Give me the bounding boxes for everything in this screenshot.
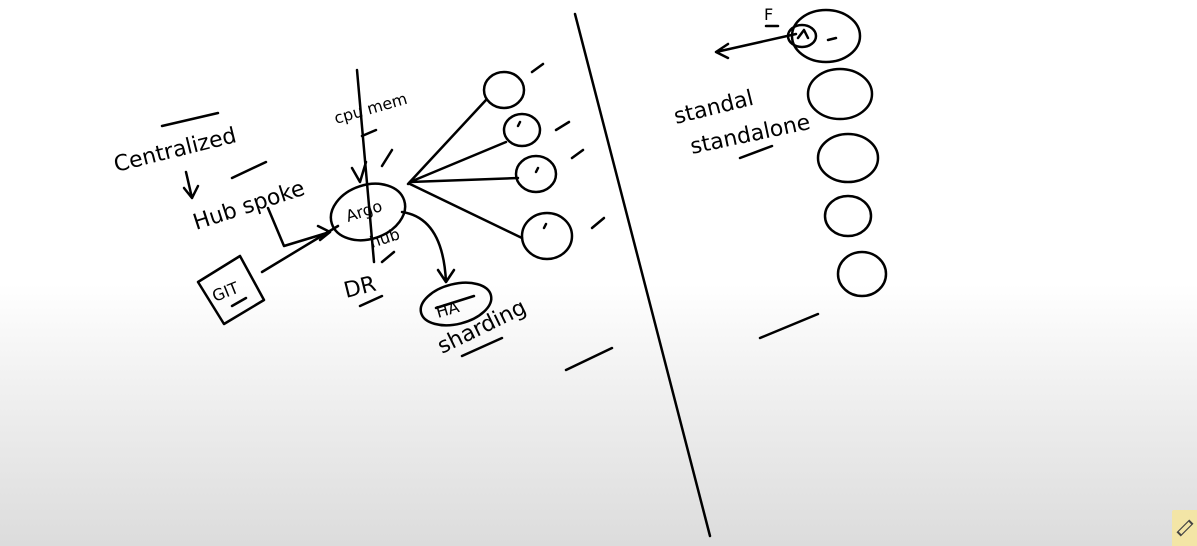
git-underline — [230, 296, 248, 308]
centralized-label: Centralized — [111, 123, 239, 178]
standalone-node-1-inner — [786, 23, 818, 49]
spoke-1 — [406, 98, 488, 186]
bottom-right-dash — [758, 312, 820, 340]
cluster-node-marks — [516, 120, 548, 230]
hub-spoke-label: Hub spoke — [190, 176, 308, 236]
standalone-underline — [738, 144, 774, 160]
git-box — [196, 254, 266, 326]
dr-underline — [358, 294, 384, 308]
hub-spoke-overline — [230, 160, 268, 180]
sharding-underline — [460, 336, 504, 358]
cluster-node-1 — [482, 70, 526, 110]
spoke-4 — [408, 182, 524, 240]
ha-node — [419, 281, 493, 327]
hub-spoke-to-argo-arrow — [266, 206, 332, 248]
argo-label: Argo — [343, 196, 384, 226]
standalone-node-4 — [823, 194, 873, 238]
f-label: F — [764, 5, 773, 24]
spoke-3 — [408, 176, 520, 184]
cluster-dash-4 — [590, 216, 606, 230]
cpu-mem-label: cpu mem — [332, 89, 410, 128]
ha-strike — [434, 294, 476, 310]
hub-label: hub — [367, 224, 402, 251]
hub-strike — [380, 250, 396, 264]
watermark-logo-icon — [1172, 510, 1197, 546]
standalone-node-1 — [790, 8, 862, 64]
cluster-node-2 — [502, 112, 542, 148]
centralized-overline — [160, 111, 220, 128]
spoke-2 — [408, 140, 508, 184]
cluster-node-3 — [514, 154, 558, 194]
center-divider — [573, 12, 712, 538]
argo-node — [329, 182, 407, 242]
standalone-node-3 — [816, 132, 880, 184]
standalone-node-2 — [806, 67, 874, 121]
centralized-down-arrow — [182, 170, 200, 200]
argo-tick-marks — [350, 148, 394, 184]
cpu-mem-underline — [360, 128, 378, 138]
standalone-node-1-mark — [796, 28, 838, 42]
cluster-dash-1 — [530, 62, 545, 74]
cluster-node-4 — [520, 211, 574, 261]
argo-to-ha-arrow — [400, 210, 456, 284]
bottom-left-dash — [564, 346, 614, 372]
git-to-argo-arrow — [260, 224, 340, 274]
standalone-node-5 — [836, 250, 888, 298]
f-arrow — [714, 32, 798, 60]
cluster-dash-3 — [570, 148, 585, 160]
git-label: GIT — [209, 278, 241, 306]
cluster-dash-2 — [554, 120, 571, 132]
